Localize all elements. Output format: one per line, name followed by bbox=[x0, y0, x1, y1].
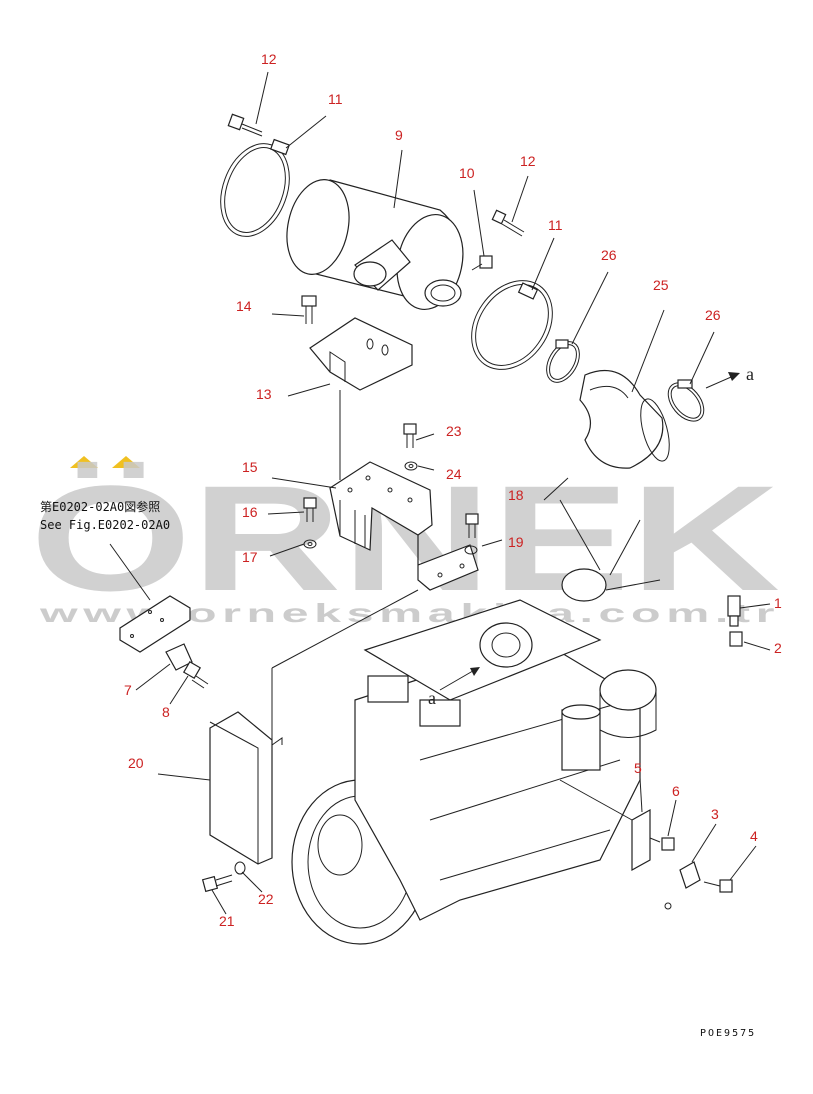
flow-arrow: a bbox=[705, 364, 754, 389]
bolt-10 bbox=[471, 255, 493, 271]
callout-7: 7 bbox=[124, 682, 132, 698]
hose-clamp-left bbox=[546, 339, 580, 383]
callout-17: 17 bbox=[242, 549, 258, 565]
callout-labels: 12 11 9 10 12 11 26 25 26 14 13 23 24 15… bbox=[124, 51, 782, 929]
callout-1: 1 bbox=[774, 595, 782, 611]
callout-10: 10 bbox=[459, 165, 475, 181]
watermark-accent-right bbox=[112, 456, 140, 468]
flow-marker-engine-label: a bbox=[428, 688, 436, 708]
leader-lines bbox=[109, 71, 771, 915]
callout-19: 19 bbox=[508, 534, 524, 550]
bolt-16 bbox=[303, 497, 317, 522]
callout-11b: 11 bbox=[548, 217, 563, 233]
bolt-left bbox=[227, 113, 263, 137]
washer-22 bbox=[234, 861, 246, 875]
callout-22: 22 bbox=[258, 891, 274, 907]
callout-13: 13 bbox=[256, 386, 272, 402]
reference-note: 第E0202-02A0図参照 See Fig.E0202-02A0 bbox=[40, 499, 170, 532]
bolt-14 bbox=[301, 295, 317, 324]
fitting-2 bbox=[729, 631, 743, 647]
callout-9: 9 bbox=[395, 127, 403, 143]
callout-23: 23 bbox=[446, 423, 462, 439]
hose-clamp-right bbox=[667, 379, 705, 422]
callout-2: 2 bbox=[774, 640, 782, 656]
callout-12b: 12 bbox=[520, 153, 536, 169]
bracket-15 bbox=[329, 461, 479, 591]
bracket-5 bbox=[631, 808, 651, 872]
bolt-21 bbox=[201, 874, 233, 893]
air-cleaner bbox=[286, 179, 464, 311]
callout-15: 15 bbox=[242, 459, 258, 475]
callout-4: 4 bbox=[750, 828, 758, 844]
callout-21: 21 bbox=[219, 913, 235, 929]
flow-marker-label: a bbox=[746, 364, 754, 384]
clamp-left bbox=[220, 138, 290, 237]
watermark-accent-left bbox=[70, 456, 98, 468]
callout-8: 8 bbox=[162, 704, 170, 720]
callout-26b: 26 bbox=[705, 307, 721, 323]
clamp-right bbox=[471, 280, 553, 370]
reference-note-en: See Fig.E0202-02A0 bbox=[40, 518, 170, 532]
cover-20 bbox=[209, 711, 283, 865]
bolt-23 bbox=[403, 423, 417, 448]
bracket-13 bbox=[309, 317, 413, 391]
callout-5: 5 bbox=[634, 760, 642, 776]
bolt-8 bbox=[182, 660, 209, 689]
reference-note-jp: 第E0202-02A0図参照 bbox=[40, 499, 160, 514]
callout-16: 16 bbox=[242, 504, 258, 520]
callout-3: 3 bbox=[711, 806, 719, 822]
callout-25: 25 bbox=[653, 277, 669, 293]
bracket-7 bbox=[119, 595, 193, 671]
callout-12a: 12 bbox=[261, 51, 277, 67]
callout-6: 6 bbox=[672, 783, 680, 799]
washer-24 bbox=[404, 461, 418, 471]
callout-11a: 11 bbox=[328, 91, 343, 107]
callout-24: 24 bbox=[446, 466, 462, 482]
intake-hose bbox=[579, 369, 670, 469]
bolt-19 bbox=[464, 513, 479, 555]
callout-14: 14 bbox=[236, 298, 252, 314]
bolt-4 bbox=[703, 879, 733, 893]
callout-20: 20 bbox=[128, 755, 144, 771]
bolt-6 bbox=[649, 837, 675, 851]
callout-18: 18 bbox=[508, 487, 524, 503]
drawing-code: POE9575 bbox=[700, 1028, 756, 1039]
engine: a bbox=[291, 499, 661, 945]
callout-26a: 26 bbox=[601, 247, 617, 263]
bolt-right bbox=[491, 209, 525, 237]
sensor-1 bbox=[727, 595, 741, 627]
switch-3 bbox=[664, 861, 701, 910]
